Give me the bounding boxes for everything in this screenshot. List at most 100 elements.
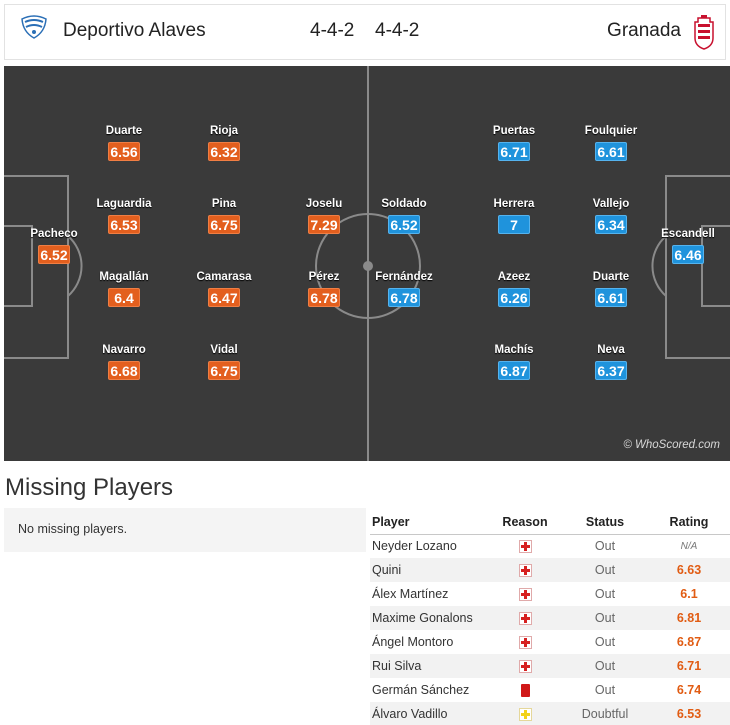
missing-players-table: Player Reason Status Rating Neyder Lozan… (370, 510, 730, 725)
player-rating: 7.29 (308, 215, 340, 234)
player-name[interactable]: Machís (494, 344, 534, 356)
reason-cell (488, 582, 562, 606)
player-rating: 6.61 (595, 288, 627, 307)
home-missing-panel: No missing players. (4, 508, 366, 552)
player-name[interactable]: Fernández (375, 271, 433, 283)
injury-icon[interactable] (518, 564, 532, 578)
player-name[interactable]: Herrera (493, 198, 535, 210)
player-rating: 6.78 (388, 288, 420, 307)
red-card-icon[interactable] (520, 684, 530, 698)
injury-icon[interactable] (518, 660, 532, 674)
injury-icon[interactable] (518, 540, 532, 554)
player-name[interactable]: Puertas (492, 125, 536, 137)
player-rating: 6.47 (208, 288, 240, 307)
missing-player-name[interactable]: Álex Martínez (372, 587, 449, 601)
player-name[interactable]: Neva (597, 344, 625, 356)
player-name[interactable]: Rioja (209, 125, 239, 137)
missing-player-name[interactable]: Ángel Montoro (372, 635, 454, 649)
player-name[interactable]: Escandell (661, 228, 715, 240)
player-name[interactable]: Magallán (99, 271, 149, 283)
table-row: Ángel Montoro Out 6.87 (370, 630, 730, 654)
home-player[interactable]: Duarte 6.56 (84, 125, 164, 162)
player-name[interactable]: Vidal (210, 344, 238, 356)
player-name[interactable]: Joselu (305, 198, 343, 210)
home-formation: 4-4-2 (310, 20, 355, 41)
injury-icon[interactable] (518, 636, 532, 650)
away-player[interactable]: Herrera 7 (474, 198, 554, 235)
player-rating: 6.34 (595, 215, 627, 234)
status-cell: Out (562, 654, 648, 678)
missing-player-name[interactable]: Neyder Lozano (372, 539, 457, 554)
status-cell: Doubtful (562, 702, 648, 725)
player-rating: 6.75 (208, 361, 240, 380)
player-name[interactable]: Pacheco (30, 228, 78, 240)
away-player[interactable]: Escandell 6.46 (648, 228, 728, 265)
status-cell: Out (594, 683, 616, 697)
whoscored-watermark: © WhoScored.com (623, 439, 720, 451)
player-name[interactable]: Duarte (592, 271, 630, 283)
player-name[interactable]: Azeez (497, 271, 531, 283)
missing-player-name[interactable]: Quini (370, 558, 488, 582)
player-name[interactable]: Pina (211, 198, 237, 210)
home-player[interactable]: Camarasa 6.47 (184, 271, 264, 308)
player-name[interactable]: Vallejo (592, 198, 630, 210)
player-name[interactable]: Laguardia (96, 198, 152, 210)
injury-icon[interactable] (518, 612, 532, 626)
status-cell: Out (594, 539, 616, 554)
away-player[interactable]: Soldado 6.52 (364, 198, 444, 235)
home-player[interactable]: Vidal 6.75 (184, 344, 264, 381)
missing-player-name[interactable]: Germán Sánchez (372, 683, 470, 697)
home-player[interactable]: Rioja 6.32 (184, 125, 264, 162)
player-name[interactable]: Duarte (105, 125, 143, 137)
away-player[interactable]: Vallejo 6.34 (571, 198, 651, 235)
player-name[interactable]: Camarasa (196, 271, 252, 283)
away-player[interactable]: Duarte 6.61 (571, 271, 651, 308)
player-rating: 6.46 (672, 245, 704, 264)
away-player[interactable]: Fernández 6.78 (364, 271, 444, 308)
home-player[interactable]: Joselu 7.29 (284, 198, 364, 235)
player-name[interactable]: Soldado (381, 198, 427, 210)
status-cell: Out (562, 606, 648, 630)
player-name[interactable]: Foulquier (584, 125, 638, 137)
rating-cell: 6.87 (676, 635, 702, 649)
col-status-header[interactable]: Status (562, 510, 648, 535)
missing-player-name[interactable]: Rui Silva (370, 654, 488, 678)
missing-player-name[interactable]: Maxime Gonalons (370, 606, 488, 630)
player-rating: 6.32 (208, 142, 240, 161)
status-cell: Out (594, 635, 616, 649)
col-player-header[interactable]: Player (370, 510, 488, 535)
injury-icon[interactable] (518, 588, 532, 602)
player-rating: 6.37 (595, 361, 627, 380)
away-team-name[interactable]: Granada (607, 20, 681, 41)
away-formation: 4-4-2 (375, 20, 420, 41)
player-rating: 6.52 (388, 215, 420, 234)
col-rating-header[interactable]: Rating (648, 510, 730, 535)
away-player[interactable]: Neva 6.37 (571, 344, 651, 381)
no-missing-message: No missing players. (18, 522, 128, 536)
missing-player-name[interactable]: Álvaro Vadillo (370, 702, 488, 725)
home-team-name[interactable]: Deportivo Alaves (63, 20, 206, 41)
player-rating: 7 (498, 215, 530, 234)
rating-cell: 6.53 (648, 702, 730, 725)
reason-cell (488, 678, 562, 702)
rating-cell: 6.81 (648, 606, 730, 630)
player-name[interactable]: Navarro (102, 344, 146, 356)
player-name[interactable]: Pérez (308, 271, 340, 283)
doubtful-icon[interactable] (518, 708, 532, 722)
col-reason-header[interactable]: Reason (488, 510, 562, 535)
status-cell: Out (594, 587, 616, 601)
player-rating: 6.56 (108, 142, 140, 161)
